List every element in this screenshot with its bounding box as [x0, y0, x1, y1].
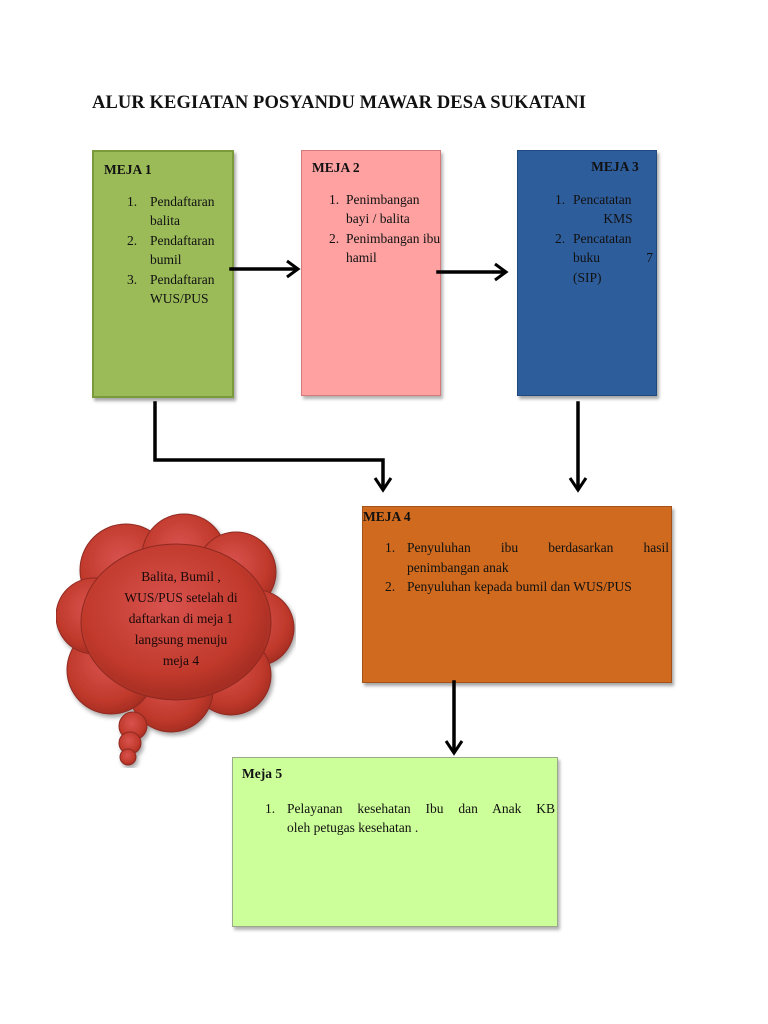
meja-4-item-1-line-1: Penyuluhan ibu berdasarkan hasil [407, 540, 669, 555]
meja-1-box: MEJA 1 Pendaftaran balita Pendaftaran bu… [92, 150, 234, 398]
callout-line: WUS/PUS setelah di [124, 590, 238, 605]
arrow-meja4-to-meja5 [444, 680, 464, 756]
meja-2-box: MEJA 2 Penimbangan bayi / balita Penimba… [301, 150, 441, 396]
meja-3-list: Pencatatan KMS Pencatatan buku 7 (SIP) [518, 190, 653, 288]
meja-1-item: Pendaftaran balita [127, 192, 215, 229]
arrow-meja3-to-meja4 [568, 401, 588, 493]
meja-3-item-2-line-3: (SIP) [573, 269, 602, 285]
callout-line: daftarkan di meja 1 [128, 611, 234, 626]
meja-1-list: Pendaftaran balita Pendaftaran bumil Pen… [104, 192, 236, 309]
meja-1-heading: MEJA 1 [104, 162, 152, 177]
meja-3-item-2-line-2: buku 7 [573, 250, 653, 265]
meja-1-item: Pendaftaran bumil [127, 231, 215, 268]
meja-5-box: Meja 5 Pelayanan kesehatan Ibu dan Anak … [232, 757, 558, 927]
arrow-meja1-to-meja4 [153, 401, 393, 493]
meja-4-item: Penyuluhan ibu berdasarkan hasil penimba… [385, 538, 669, 577]
meja-4-item: Penyuluhan kepada bumil dan WUS/PUS [385, 577, 632, 596]
meja-3-item: Pencatatan KMS [555, 190, 653, 229]
meja-5-list: Pelayanan kesehatan Ibu dan Anak KB oleh… [242, 799, 555, 838]
diagram-title: ALUR KEGIATAN POSYANDU MAWAR DESA SUKATA… [92, 93, 586, 113]
callout-line: langsung menuju [134, 632, 228, 647]
meja-3-item-1-line-2: KMS [603, 211, 633, 226]
meja-2-item: Penimbangan ibu hamil [329, 229, 441, 266]
meja-2-heading: MEJA 2 [312, 160, 360, 175]
meja-4-heading: MEJA 4 [363, 509, 411, 524]
meja-4-box: MEJA 4 Penyuluhan ibu berdasarkan hasil … [362, 506, 672, 683]
meja-3-box: MEJA 3 Pencatatan KMS Pencatatan buku 7 … [517, 150, 657, 396]
meja-2-list: Penimbangan bayi / balita Penimbangan ib… [312, 190, 442, 268]
callout-cloud [56, 513, 295, 766]
arrow-meja2-to-meja3 [436, 262, 509, 282]
meja-3-item-2-line-1: Pencatatan [573, 230, 632, 246]
meja-4-list: Penyuluhan ibu berdasarkan hasil penimba… [385, 538, 669, 597]
callout-line: Balita, Bumil , [141, 569, 221, 584]
meja-5-item-1-line-1: Pelayanan kesehatan Ibu dan Anak KB [287, 800, 555, 816]
meja-3-heading: MEJA 3 [591, 159, 639, 174]
meja-3-item: Pencatatan buku 7 (SIP) [555, 229, 653, 288]
meja-1-item: Pendaftaran WUS/PUS [127, 270, 215, 307]
callout-text: Balita, Bumil , WUS/PUS setelah di dafta… [96, 566, 266, 671]
meja-5-heading: Meja 5 [242, 766, 283, 781]
meja-5-item-1-line-2: oleh petugas kesehatan . [287, 820, 419, 835]
meja-3-item-1-line-1: Pencatatan [573, 191, 632, 207]
callout-line: meja 4 [162, 653, 200, 668]
meja-5-item: Pelayanan kesehatan Ibu dan Anak KB oleh… [265, 799, 555, 838]
meja-2-item: Penimbangan bayi / balita [329, 190, 420, 227]
arrow-meja1-to-meja2 [229, 259, 301, 279]
meja-4-item-1-line-2: penimbangan anak [407, 559, 509, 575]
